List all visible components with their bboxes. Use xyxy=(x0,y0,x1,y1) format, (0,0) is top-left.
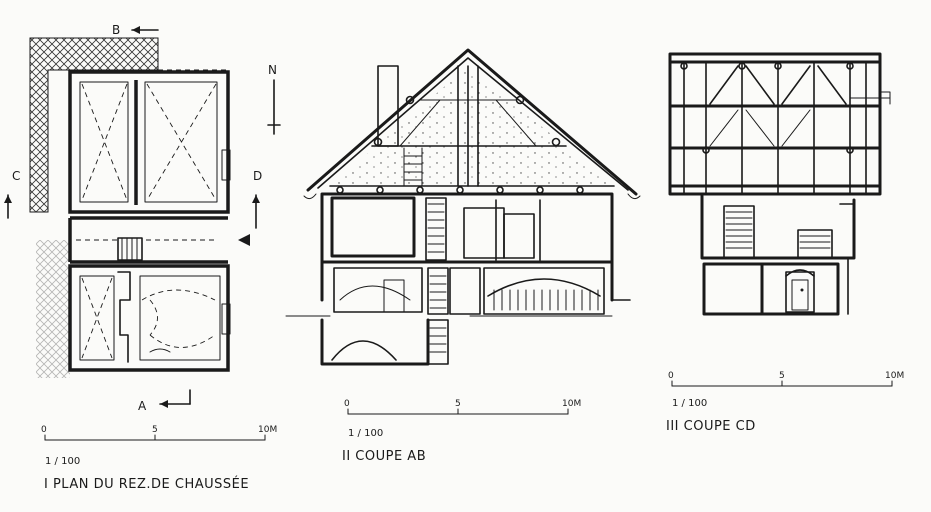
frame-pegs xyxy=(680,62,854,154)
svg-text:N: N xyxy=(268,63,277,77)
barn-arch xyxy=(483,267,605,315)
small-stair xyxy=(117,237,143,261)
svg-text:0: 0 xyxy=(41,425,47,435)
adjoining-outline xyxy=(47,69,228,212)
lower-wall-hatch xyxy=(36,240,70,378)
marker-d: D xyxy=(252,169,262,229)
marker-c: C xyxy=(4,169,20,219)
svg-text:1 / 100: 1 / 100 xyxy=(672,398,707,409)
svg-text:5: 5 xyxy=(152,425,158,435)
north-arrow-icon: N xyxy=(267,63,281,135)
svg-text:1 / 100: 1 / 100 xyxy=(45,456,80,467)
lower-block-walls xyxy=(68,264,230,372)
svg-text:10M: 10M xyxy=(885,371,904,381)
timber-frame-upper xyxy=(668,52,882,196)
plan-scale-bar: 0 5 10M 1 / 100 xyxy=(41,425,277,467)
svg-text:D: D xyxy=(253,169,262,183)
svg-text:10M: 10M xyxy=(562,399,581,409)
ground-storey xyxy=(702,262,840,316)
neighbour-wall-hatch xyxy=(29,37,159,213)
svg-text:C: C xyxy=(12,169,20,183)
section-cd-caption: III COUPE CD xyxy=(666,419,756,434)
roof xyxy=(306,48,638,196)
middle-corridor-walls xyxy=(68,216,228,264)
svg-text:1 / 100: 1 / 100 xyxy=(348,428,383,439)
marker-a: A xyxy=(138,389,191,413)
svg-text:5: 5 xyxy=(779,371,785,381)
svg-text:B: B xyxy=(112,23,120,37)
ground-floor-plan: B C D A N xyxy=(4,23,281,492)
section-cd: 0 5 10M 1 / 100 III COUPE CD xyxy=(666,52,904,434)
cellar xyxy=(320,318,430,366)
svg-text:0: 0 xyxy=(344,399,350,409)
svg-text:A: A xyxy=(138,399,147,413)
entrance-marker-icon xyxy=(238,234,250,246)
attic-space xyxy=(330,66,614,186)
upper-block-walls xyxy=(68,70,230,214)
section-ab: 0 5 10M 1 / 100 II COUPE AB xyxy=(285,48,641,464)
section-ab-caption: II COUPE AB xyxy=(342,449,426,464)
plan-caption: I PLAN DU REZ.DE CHAUSSÉE xyxy=(44,476,249,492)
upper-floor xyxy=(320,192,614,302)
svg-text:5: 5 xyxy=(455,399,461,409)
section-cd-scale-bar: 0 5 10M 1 / 100 xyxy=(668,371,904,409)
section-ab-scale-bar: 0 5 10M 1 / 100 xyxy=(344,399,581,439)
svg-text:0: 0 xyxy=(668,371,674,381)
marker-b: B xyxy=(112,23,159,37)
svg-text:10M: 10M xyxy=(258,425,277,435)
